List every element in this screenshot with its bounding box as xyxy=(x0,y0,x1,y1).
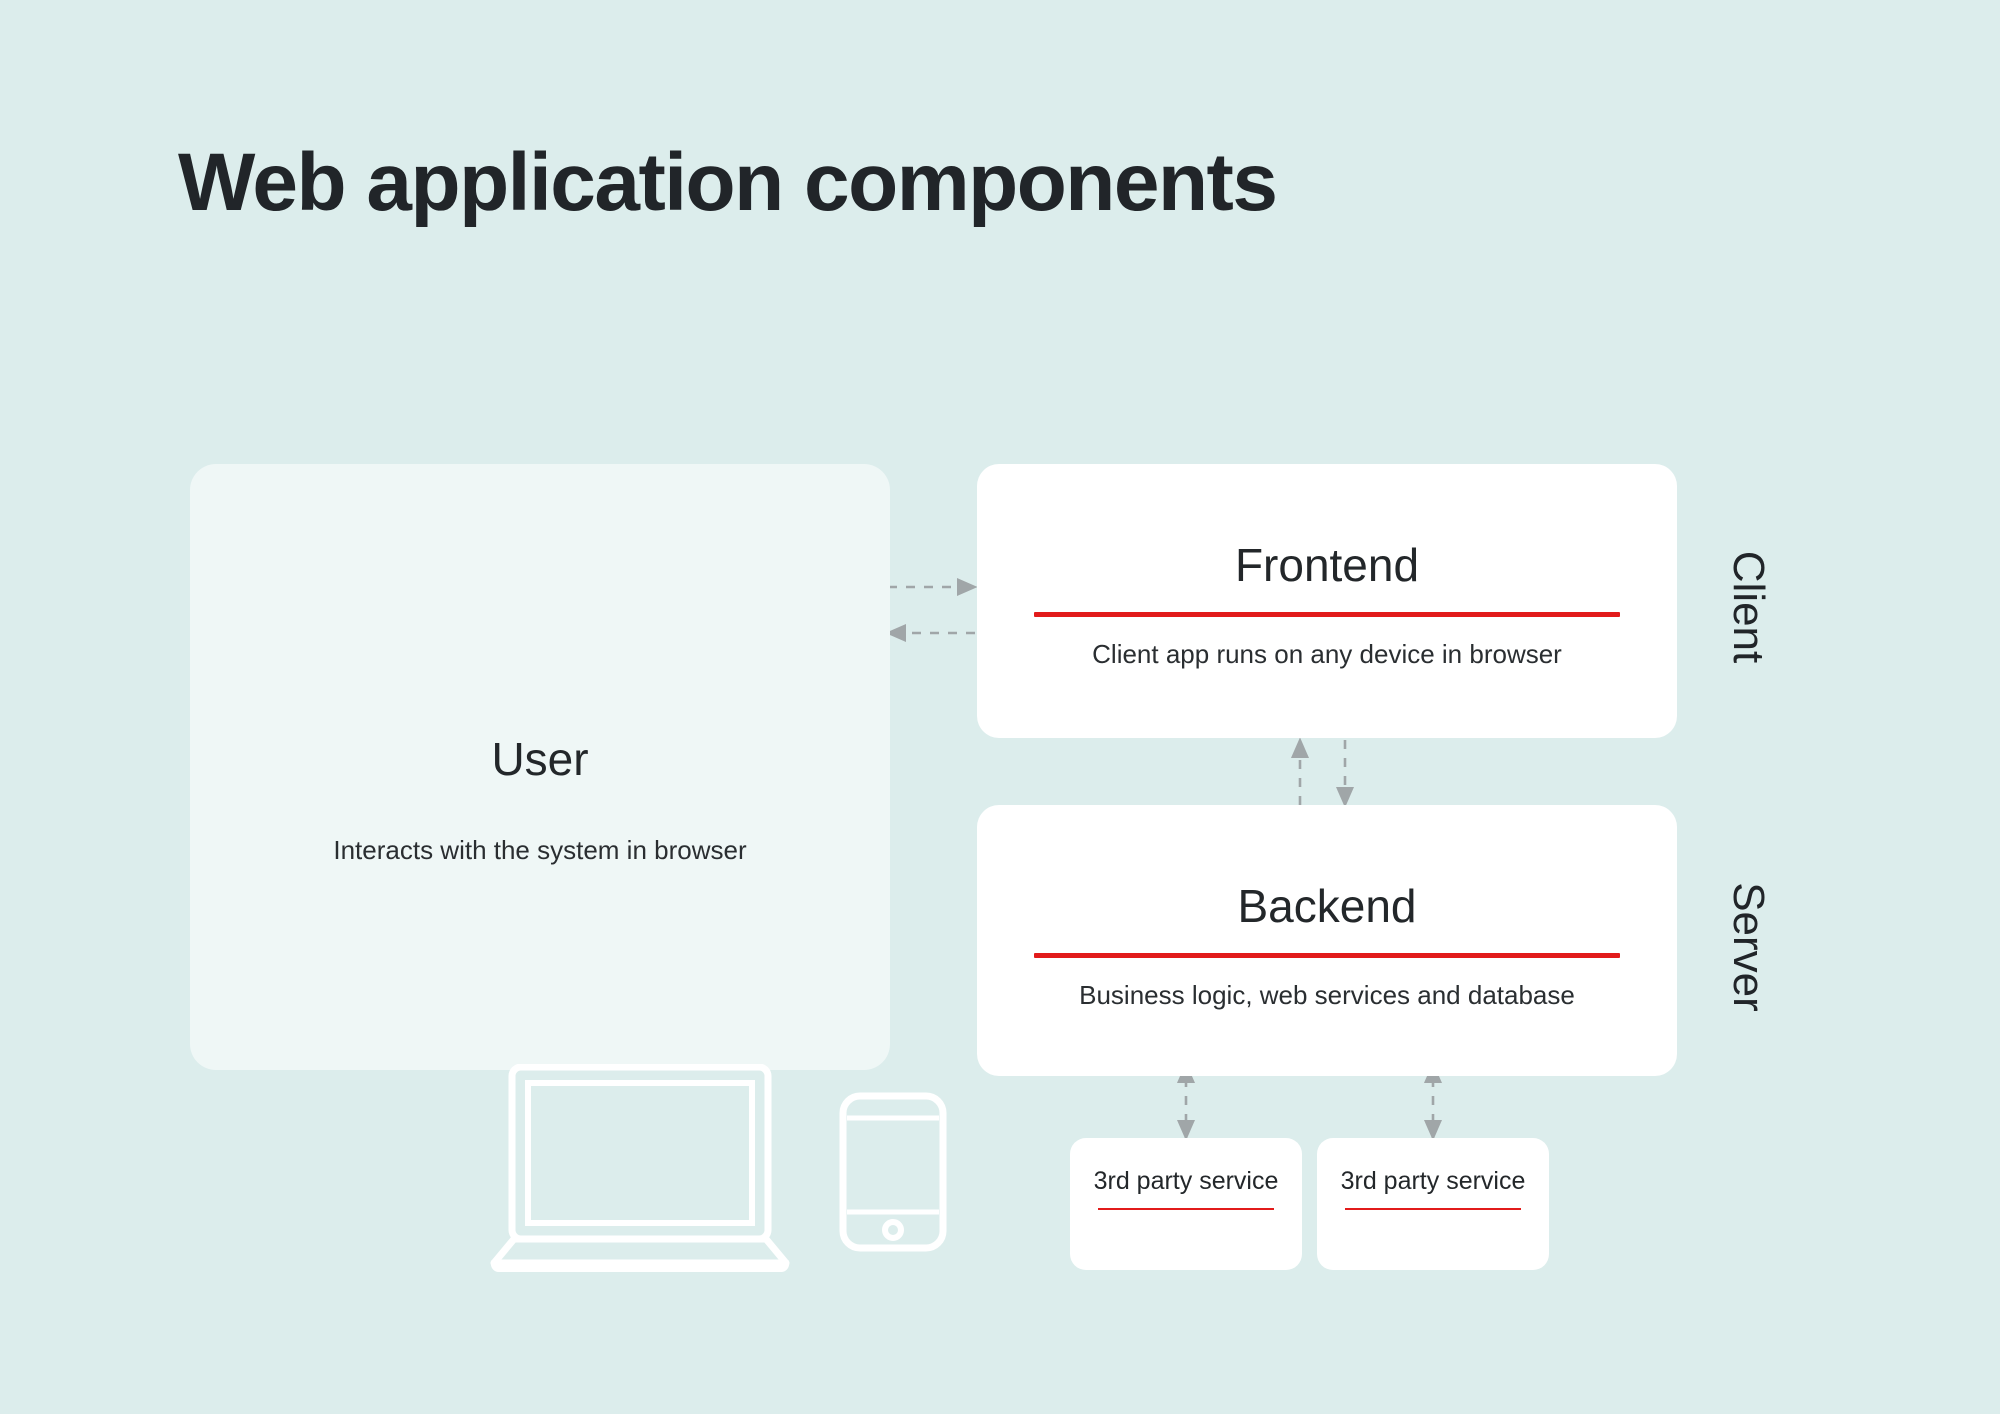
frontend-accent-rule xyxy=(1034,612,1620,617)
device-icon-group xyxy=(490,1064,980,1272)
user-card[interactable]: User Interacts with the system in browse… xyxy=(190,464,947,1272)
third-party-service-card[interactable]: 3rd party service xyxy=(1317,1138,1549,1270)
side-label-client: Client xyxy=(1724,550,1773,664)
side-label-server: Server xyxy=(1724,882,1773,1012)
page-title: Web application components xyxy=(178,137,1278,228)
third-party-service-card[interactable]: 3rd party service xyxy=(1070,1138,1302,1270)
backend-card-title: Backend xyxy=(1237,880,1417,932)
third-party-service-title: 3rd party service xyxy=(1093,1167,1279,1195)
backend-accent-rule xyxy=(1034,953,1620,958)
backend-card[interactable]: Backend Business logic, web services and… xyxy=(977,805,1677,1076)
smartphone-icon xyxy=(839,1092,947,1252)
laptop-icon xyxy=(490,1064,790,1272)
frontend-card[interactable]: Frontend Client app runs on any device i… xyxy=(977,464,1677,738)
third-party-service-title: 3rd party service xyxy=(1340,1167,1526,1195)
service-accent-rule xyxy=(1345,1208,1521,1210)
service-accent-rule xyxy=(1098,1208,1274,1210)
backend-card-description: Business logic, web services and databas… xyxy=(1079,980,1575,1010)
user-card-description: Interacts with the system in browser xyxy=(333,835,747,865)
frontend-card-title: Frontend xyxy=(1234,539,1420,591)
user-card-title: User xyxy=(491,733,589,785)
frontend-card-description: Client app runs on any device in browser xyxy=(1092,639,1562,669)
